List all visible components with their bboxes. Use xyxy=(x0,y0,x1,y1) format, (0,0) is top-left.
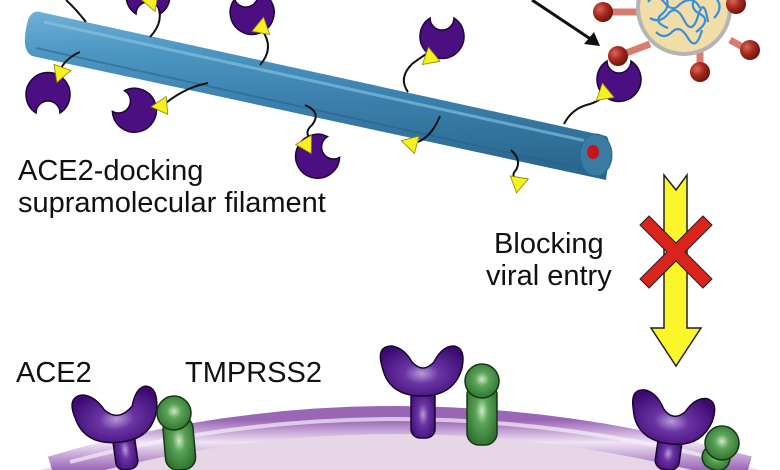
tmprss2-protein xyxy=(464,363,500,446)
tmprss2-protein xyxy=(156,395,197,470)
ace2-receptor xyxy=(379,345,464,439)
blocking-label-line2: viral entry xyxy=(486,260,612,292)
tmprss2-protein xyxy=(701,425,740,470)
blocking-label-line1: Blocking xyxy=(494,228,604,260)
filament-label-line2: supramolecular filament xyxy=(18,187,326,219)
docked-ace2-receptor xyxy=(224,0,282,42)
viral-entry-arrow xyxy=(649,172,703,368)
viral-rna xyxy=(647,0,721,45)
ace2-label: ACE2 xyxy=(16,357,92,389)
filament-core xyxy=(587,145,599,159)
virus xyxy=(593,0,760,82)
supramolecular-filament xyxy=(24,11,613,180)
blocking-label: Blocking viral entry xyxy=(486,228,612,292)
virus-envelope xyxy=(636,0,732,56)
block-x-mark xyxy=(639,215,713,289)
ace2-receptor xyxy=(71,385,158,470)
binding-arrow xyxy=(531,0,600,46)
filament-label-line1: ACE2-docking xyxy=(18,155,204,187)
tmprss2-label: TMPRSS2 xyxy=(185,357,322,389)
spike-heads xyxy=(593,0,760,82)
host-cell xyxy=(40,406,760,470)
docked-ace2-receptor xyxy=(25,71,71,114)
ace2-receptor xyxy=(631,389,716,470)
filament-label: ACE2-docking supramolecular filament xyxy=(18,155,326,219)
docked-ace2-receptor xyxy=(106,81,166,142)
